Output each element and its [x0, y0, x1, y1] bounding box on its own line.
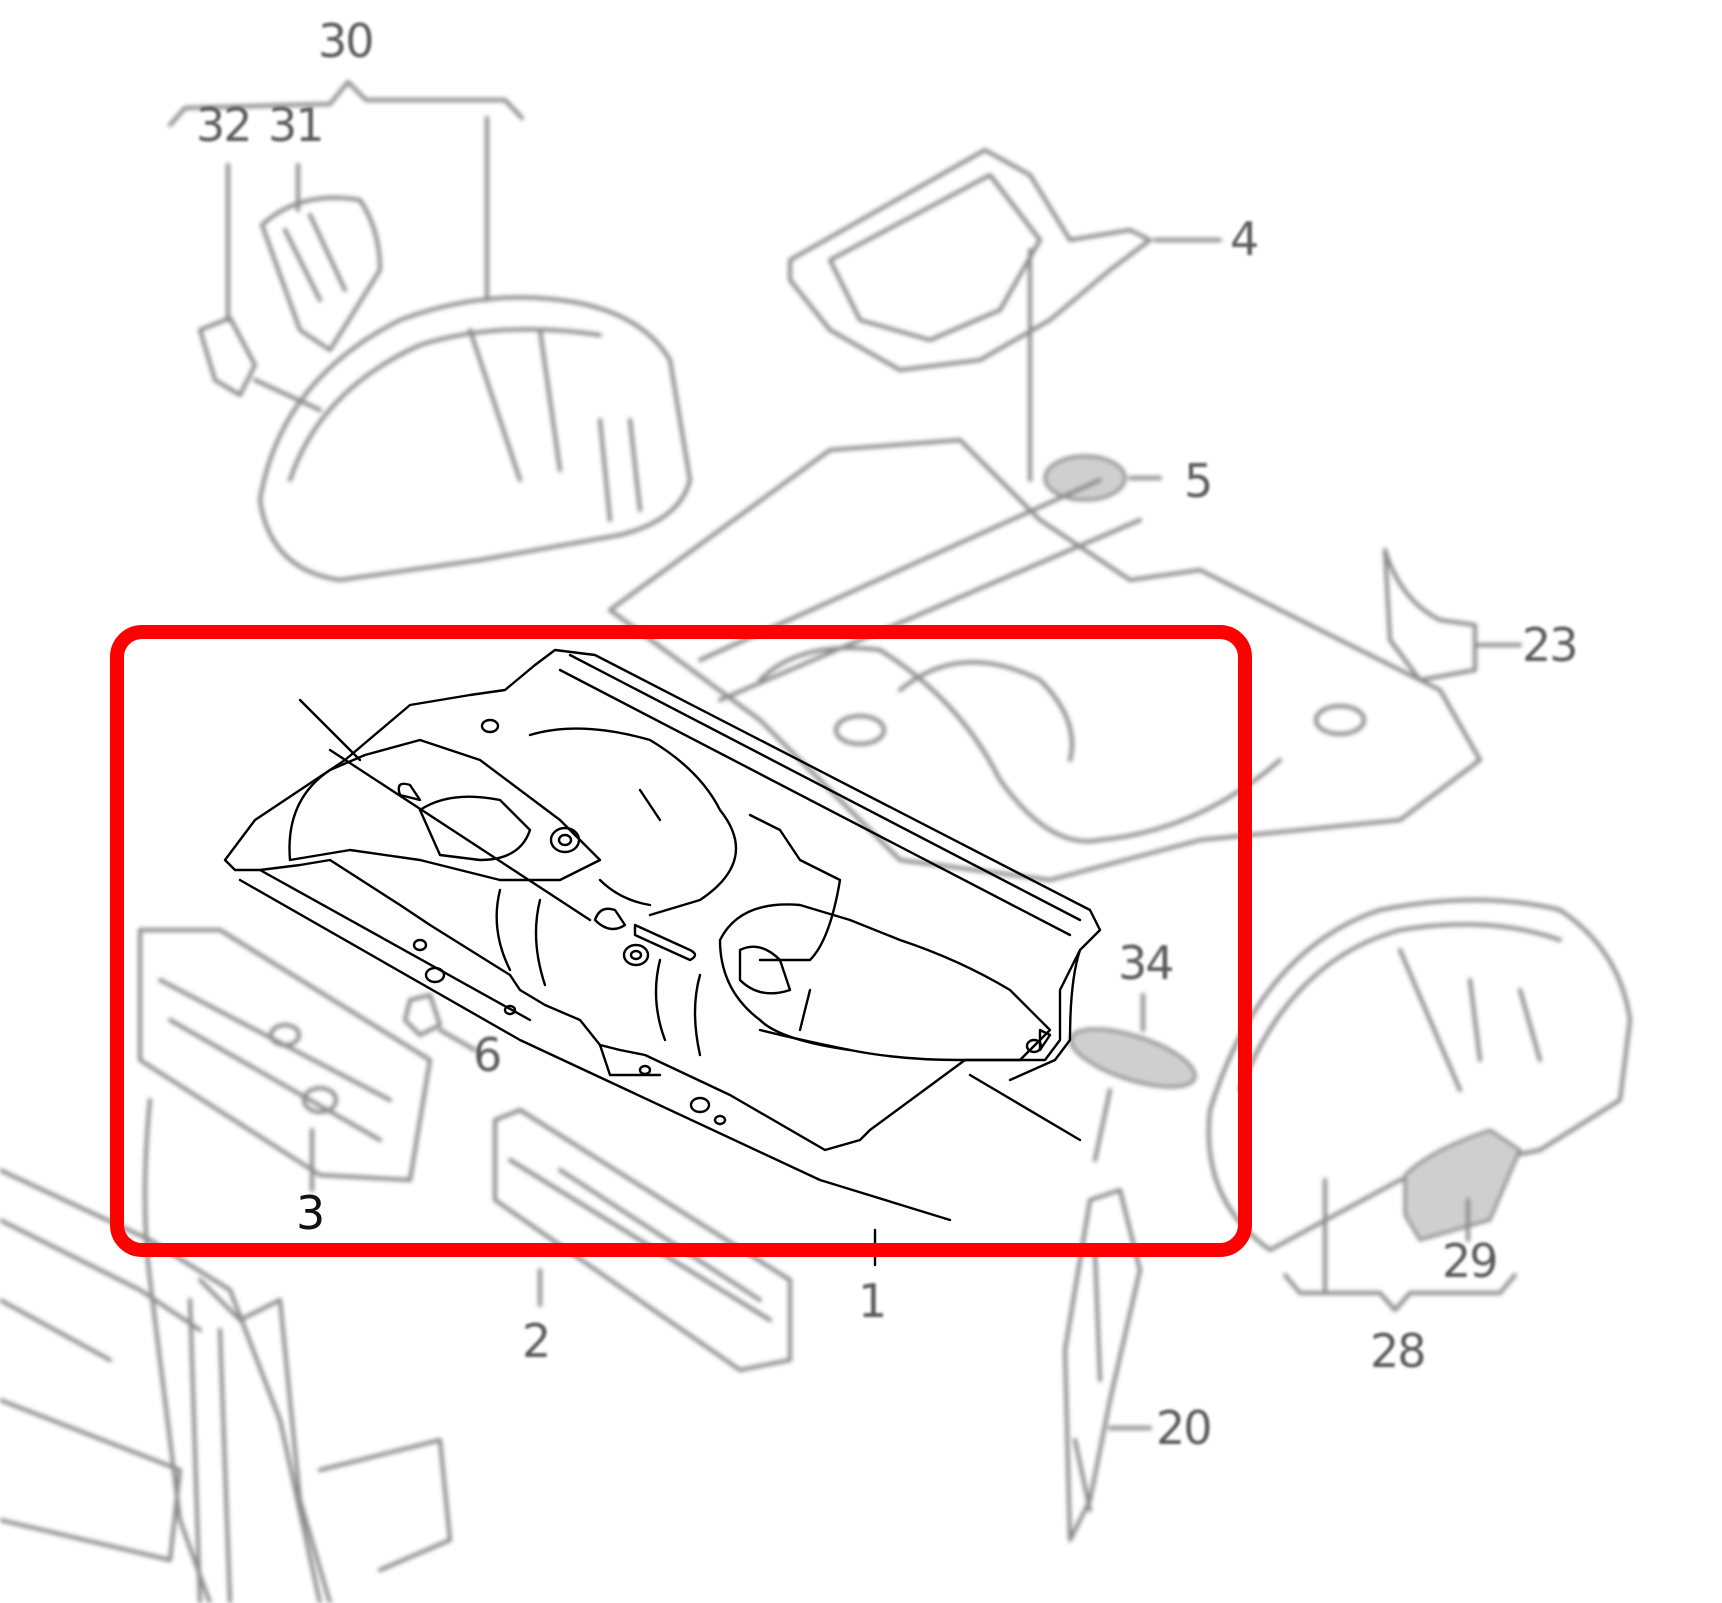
callout-label-32: 32 [196, 98, 253, 152]
callout-label-23: 23 [1522, 618, 1579, 672]
highlight-box [110, 625, 1252, 1257]
callout-label-29: 29 [1442, 1234, 1499, 1288]
callout-label-28: 28 [1370, 1324, 1427, 1378]
callout-label-20: 20 [1156, 1401, 1213, 1455]
callout-label-4: 4 [1230, 212, 1259, 266]
callout-label-5: 5 [1184, 454, 1213, 508]
callout-label-3: 3 [296, 1186, 325, 1240]
callout-label-31: 31 [268, 98, 325, 152]
callout-label-34: 34 [1118, 936, 1175, 990]
callout-label-1: 1 [858, 1274, 887, 1328]
callout-label-30: 30 [318, 14, 375, 68]
callout-label-2: 2 [522, 1314, 551, 1368]
callout-label-6: 6 [473, 1028, 502, 1082]
